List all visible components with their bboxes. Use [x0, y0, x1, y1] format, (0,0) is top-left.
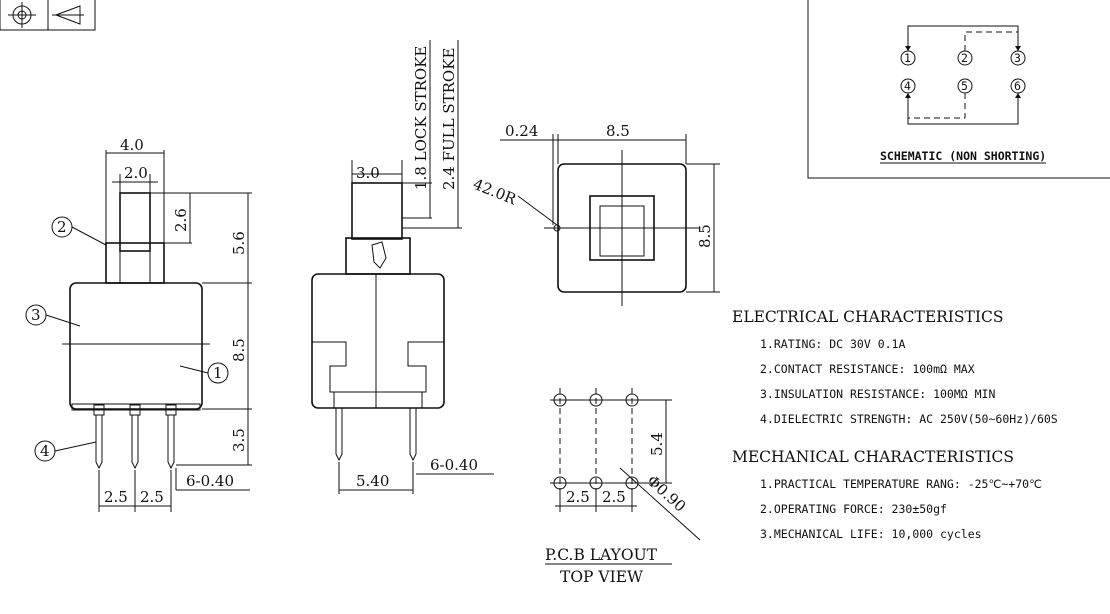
front-dim-pin-spec: 6-0.40: [430, 456, 478, 474]
mechanical-characteristics: MECHANICAL CHARACTERISTICS 1.PRACTICAL T…: [732, 448, 1042, 541]
side-dim-pitch-1: 2.5: [104, 488, 128, 506]
front-dim-full-stroke: 2.4 FULL STROKE: [440, 48, 458, 190]
top-view: 42.0R 0.24 8.5 8.5: [471, 122, 720, 306]
side-dim-body-height: 8.5: [230, 338, 248, 362]
electrical-item-4: 4.DIELECTRIC STRENGTH: AC 250V(50~60Hz)/…: [760, 412, 1058, 426]
callout-1: 1: [213, 364, 223, 382]
schematic-pin-4: 4: [904, 79, 911, 93]
side-dim-top-width: 4.0: [120, 136, 144, 154]
side-dim-actuator-width: 2.0: [124, 164, 148, 182]
schematic-caption: SCHEMATIC (NON SHORTING): [880, 149, 1046, 163]
top-dim-height: 8.5: [696, 224, 714, 248]
front-body: [311, 273, 445, 409]
schematic-pin-3: 3: [1014, 51, 1021, 65]
pcb-dim-pitch-1: 2.5: [566, 488, 590, 506]
front-dim-pin-span: 5.40: [356, 472, 389, 490]
electrical-item-2: 2.CONTACT RESISTANCE: 100mΩ MAX: [760, 362, 975, 376]
mechanical-heading: MECHANICAL CHARACTERISTICS: [732, 448, 1014, 466]
callout-2: 2: [57, 218, 67, 236]
third-angle-projection-symbol: [0, 0, 96, 31]
side-dim-pin-height: 3.5: [230, 428, 248, 452]
pcb-dim-pitch-2: 2.5: [602, 488, 626, 506]
schematic-panel: 1 2 3 4 5 6 SCHEMATIC (NON SHORTING): [807, 0, 1110, 179]
front-dim-lock-stroke: 1.8 LOCK STROKE: [412, 46, 430, 190]
schematic-pin-1: 1: [904, 51, 911, 65]
mechanical-item-2: 2.OPERATING FORCE: 230±50gf: [760, 502, 947, 516]
switch-body: [69, 282, 203, 410]
front-dim-actuator-width: 3.0: [356, 164, 380, 182]
electrical-characteristics: ELECTRICAL CHARACTERISTICS 1.RATING: DC …: [732, 308, 1058, 426]
pcb-layout: 5.4 2.5 2.5 Φ0.90 P.C.B LAYOUT TOP VIEW: [545, 388, 701, 586]
side-dim-top-total: 5.6: [230, 231, 248, 255]
actuator: [119, 192, 151, 252]
electrical-item-1: 1.RATING: DC 30V 0.1A: [760, 337, 905, 351]
pcb-dim-row-gap: 5.4: [648, 432, 666, 456]
front-view: 3.0 1.8 LOCK STROKE 2.4 FULL STROKE 5.40…: [311, 40, 494, 494]
top-dim-radius: 42.0R: [471, 175, 520, 209]
pcb-subtitle: TOP VIEW: [560, 568, 643, 586]
mechanical-item-1: 1.PRACTICAL TEMPERATURE RANG: -25℃~+70℃: [760, 477, 1042, 491]
mechanical-item-3: 3.MECHANICAL LIFE: 10,000 cycles: [760, 527, 982, 541]
side-dim-pin-spec: 6-0.40: [186, 472, 234, 490]
pcb-title: P.C.B LAYOUT: [545, 546, 658, 564]
schematic-pin-5: 5: [961, 79, 968, 93]
callout-3: 3: [31, 306, 41, 324]
side-dim-actuator-height: 2.6: [172, 208, 190, 232]
side-dim-pitch-2: 2.5: [140, 488, 164, 506]
front-actuator: [351, 182, 403, 240]
top-dim-width: 8.5: [606, 122, 630, 140]
callout-4: 4: [40, 442, 50, 460]
schematic-pin-2: 2: [961, 51, 968, 65]
electrical-item-3: 3.INSULATION RESISTANCE: 100MΩ MIN: [760, 387, 995, 401]
electrical-heading: ELECTRICAL CHARACTERISTICS: [732, 308, 1004, 326]
top-dim-offset: 0.24: [505, 122, 538, 140]
side-view: 4.0 2.0 2.6 5.6 8.5 3.5 6-0.40 2.5 2.5 2…: [25, 136, 252, 512]
schematic-pin-6: 6: [1014, 79, 1021, 93]
cap: [105, 242, 165, 284]
